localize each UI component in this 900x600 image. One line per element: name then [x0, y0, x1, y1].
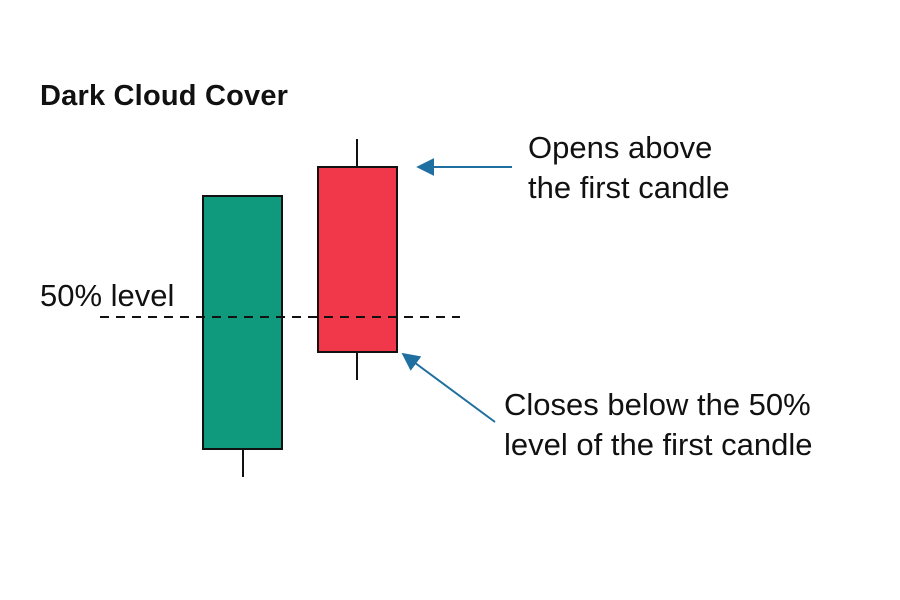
diagram-title: Dark Cloud Cover [40, 80, 289, 112]
closes-below-line-1: Closes below the 50% [504, 387, 811, 422]
closes-below-line-2: level of the first candle [504, 427, 813, 462]
opens-above-line-2: the first candle [528, 170, 730, 205]
bullish-candle-body [202, 195, 283, 450]
fifty-percent-level-label: 50% level [40, 278, 175, 313]
bearish-candle-body [317, 166, 398, 353]
opens-above-line-1: Opens above [528, 130, 713, 165]
closes-below-annotation: Closes below the 50% level of the first … [504, 385, 812, 465]
closes-below-arrow [401, 352, 496, 423]
opens-above-annotation: Opens above the first candle [528, 128, 730, 208]
